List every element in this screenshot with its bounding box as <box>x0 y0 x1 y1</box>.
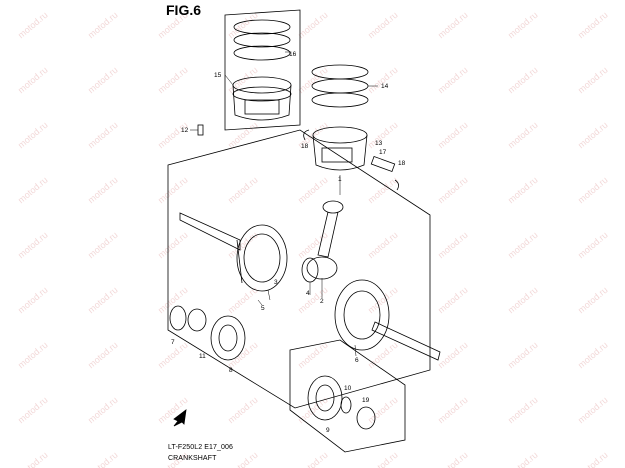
leader-lines <box>190 51 378 357</box>
caption-name: CRANKSHAFT <box>168 455 217 462</box>
piston-lower <box>312 126 368 171</box>
circlip-left <box>303 129 310 141</box>
callout-1: 1 <box>338 176 342 183</box>
piston-rings-lower <box>311 64 369 108</box>
shim-10 <box>340 396 352 414</box>
crank-pin <box>197 124 204 136</box>
callout-3: 3 <box>274 279 278 286</box>
piston-rings-upper <box>233 19 291 61</box>
figure-title: FIG.6 <box>166 2 202 18</box>
callout-14: 14 <box>381 83 389 90</box>
bearing-9 <box>307 375 343 421</box>
callout-13: 13 <box>375 140 383 147</box>
callout-18-left: 18 <box>301 143 309 150</box>
piston-pin <box>370 155 396 173</box>
bearing-8 <box>210 315 246 361</box>
callout-19: 19 <box>362 397 370 404</box>
bearing-7 <box>169 305 187 331</box>
lower-bearing-frame <box>289 339 406 453</box>
callout-9: 9 <box>326 427 330 434</box>
callout-11: 11 <box>199 353 206 360</box>
crankshaft-left <box>179 212 288 292</box>
oil-seal-19 <box>356 406 376 430</box>
circlip-right <box>394 179 399 191</box>
callout-10: 10 <box>344 385 352 392</box>
callout-4: 4 <box>306 290 310 297</box>
front-arrow-icon <box>173 409 187 427</box>
crankshaft-frame <box>167 129 431 409</box>
callout-6: 6 <box>355 357 359 364</box>
callout-15: 15 <box>214 72 222 79</box>
oil-seal-11 <box>187 308 207 332</box>
callout-5: 5 <box>261 305 265 312</box>
piston-group-frame <box>224 9 301 131</box>
callout-18-right: 18 <box>398 160 406 167</box>
callout-16: 16 <box>289 51 297 58</box>
callout-7: 7 <box>171 339 175 346</box>
piston-upper <box>232 76 292 121</box>
callout-12: 12 <box>181 127 189 134</box>
callout-8: 8 <box>229 367 233 374</box>
callout-2: 2 <box>320 298 324 305</box>
caption-code: LT-F250L2 E17_006 <box>168 444 234 451</box>
callout-17: 17 <box>379 149 387 156</box>
connecting-rod <box>306 200 344 280</box>
crankshaft-right <box>334 279 441 361</box>
